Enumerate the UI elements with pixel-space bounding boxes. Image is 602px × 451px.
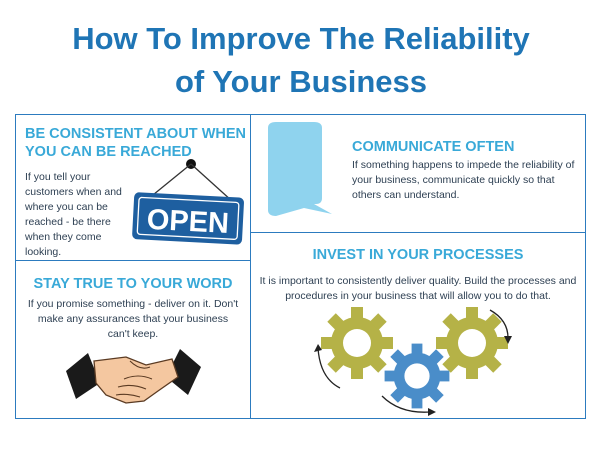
open-sign-icon: OPEN <box>132 159 244 245</box>
open-sign-text: OPEN <box>146 204 230 240</box>
gear-left <box>321 307 393 379</box>
communicate-heading: COMMUNICATE OFTEN <box>352 139 515 155</box>
speech-bubble-icon <box>268 122 332 216</box>
rotation-arrow-left <box>317 347 341 389</box>
invest-body: It is important to consistently deliver … <box>259 275 577 302</box>
invest-heading: INVEST IN YOUR PROCESSES <box>312 247 524 263</box>
gear-middle <box>384 343 450 409</box>
rotation-arrow-right <box>489 309 509 339</box>
gear-right <box>436 307 508 379</box>
gears-icon <box>314 307 512 416</box>
page-title-line-1: How To Improve The Reliability <box>72 21 530 56</box>
communicate-body: If something happens to impede the relia… <box>352 159 575 201</box>
rotation-arrow-bottom <box>381 395 431 413</box>
handshake-icon <box>66 349 201 404</box>
true-word-body: If you promise something - deliver on it… <box>27 298 239 340</box>
consistent-heading: BE CONSISTENT ABOUT WHEN YOU CAN BE REAC… <box>25 126 246 160</box>
true-word-heading: STAY TRUE TO YOUR WORD <box>33 276 233 292</box>
panel-true-word <box>15 260 251 419</box>
page-title-line-2: of Your Business <box>174 64 428 99</box>
consistent-body: If you tell your customers when and wher… <box>25 171 122 258</box>
